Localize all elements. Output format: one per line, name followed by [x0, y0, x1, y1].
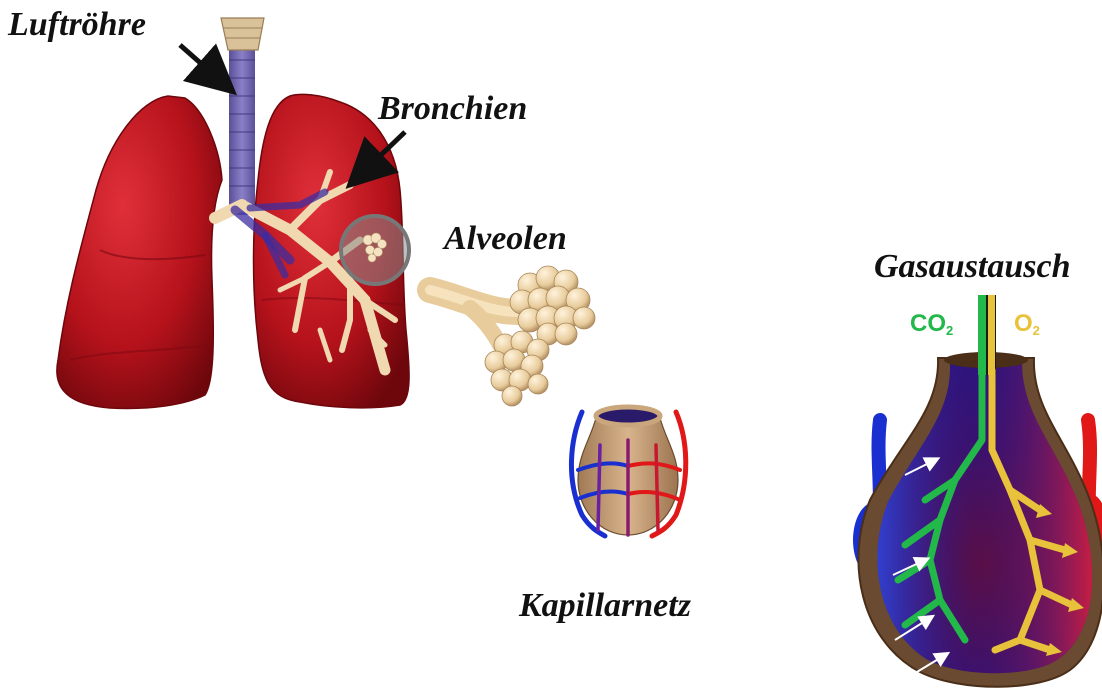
trachea	[229, 40, 255, 215]
alveoli-enlarged	[430, 266, 595, 406]
left-lung	[57, 96, 222, 408]
lungs	[57, 18, 409, 408]
label-capillary-net: Kapillarnetz	[519, 589, 691, 623]
o2-subscript: 2	[1033, 323, 1040, 338]
o2-text: O	[1014, 310, 1033, 337]
label-co2: CO2	[910, 312, 953, 337]
label-gas-exchange: Gasaustausch	[874, 250, 1071, 284]
label-alveoli: Alveolen	[444, 222, 567, 256]
larynx	[221, 18, 264, 50]
label-trachea: Luftröhre	[8, 8, 146, 42]
label-o2: O2	[1014, 312, 1040, 337]
co2-subscript: 2	[946, 323, 953, 338]
label-bronchi: Bronchien	[378, 92, 527, 126]
gas-exchange-sac	[853, 295, 1102, 687]
capillary-alveolus	[571, 407, 685, 536]
trachea-pointer-arrow	[180, 45, 222, 82]
co2-text: CO	[910, 310, 946, 337]
